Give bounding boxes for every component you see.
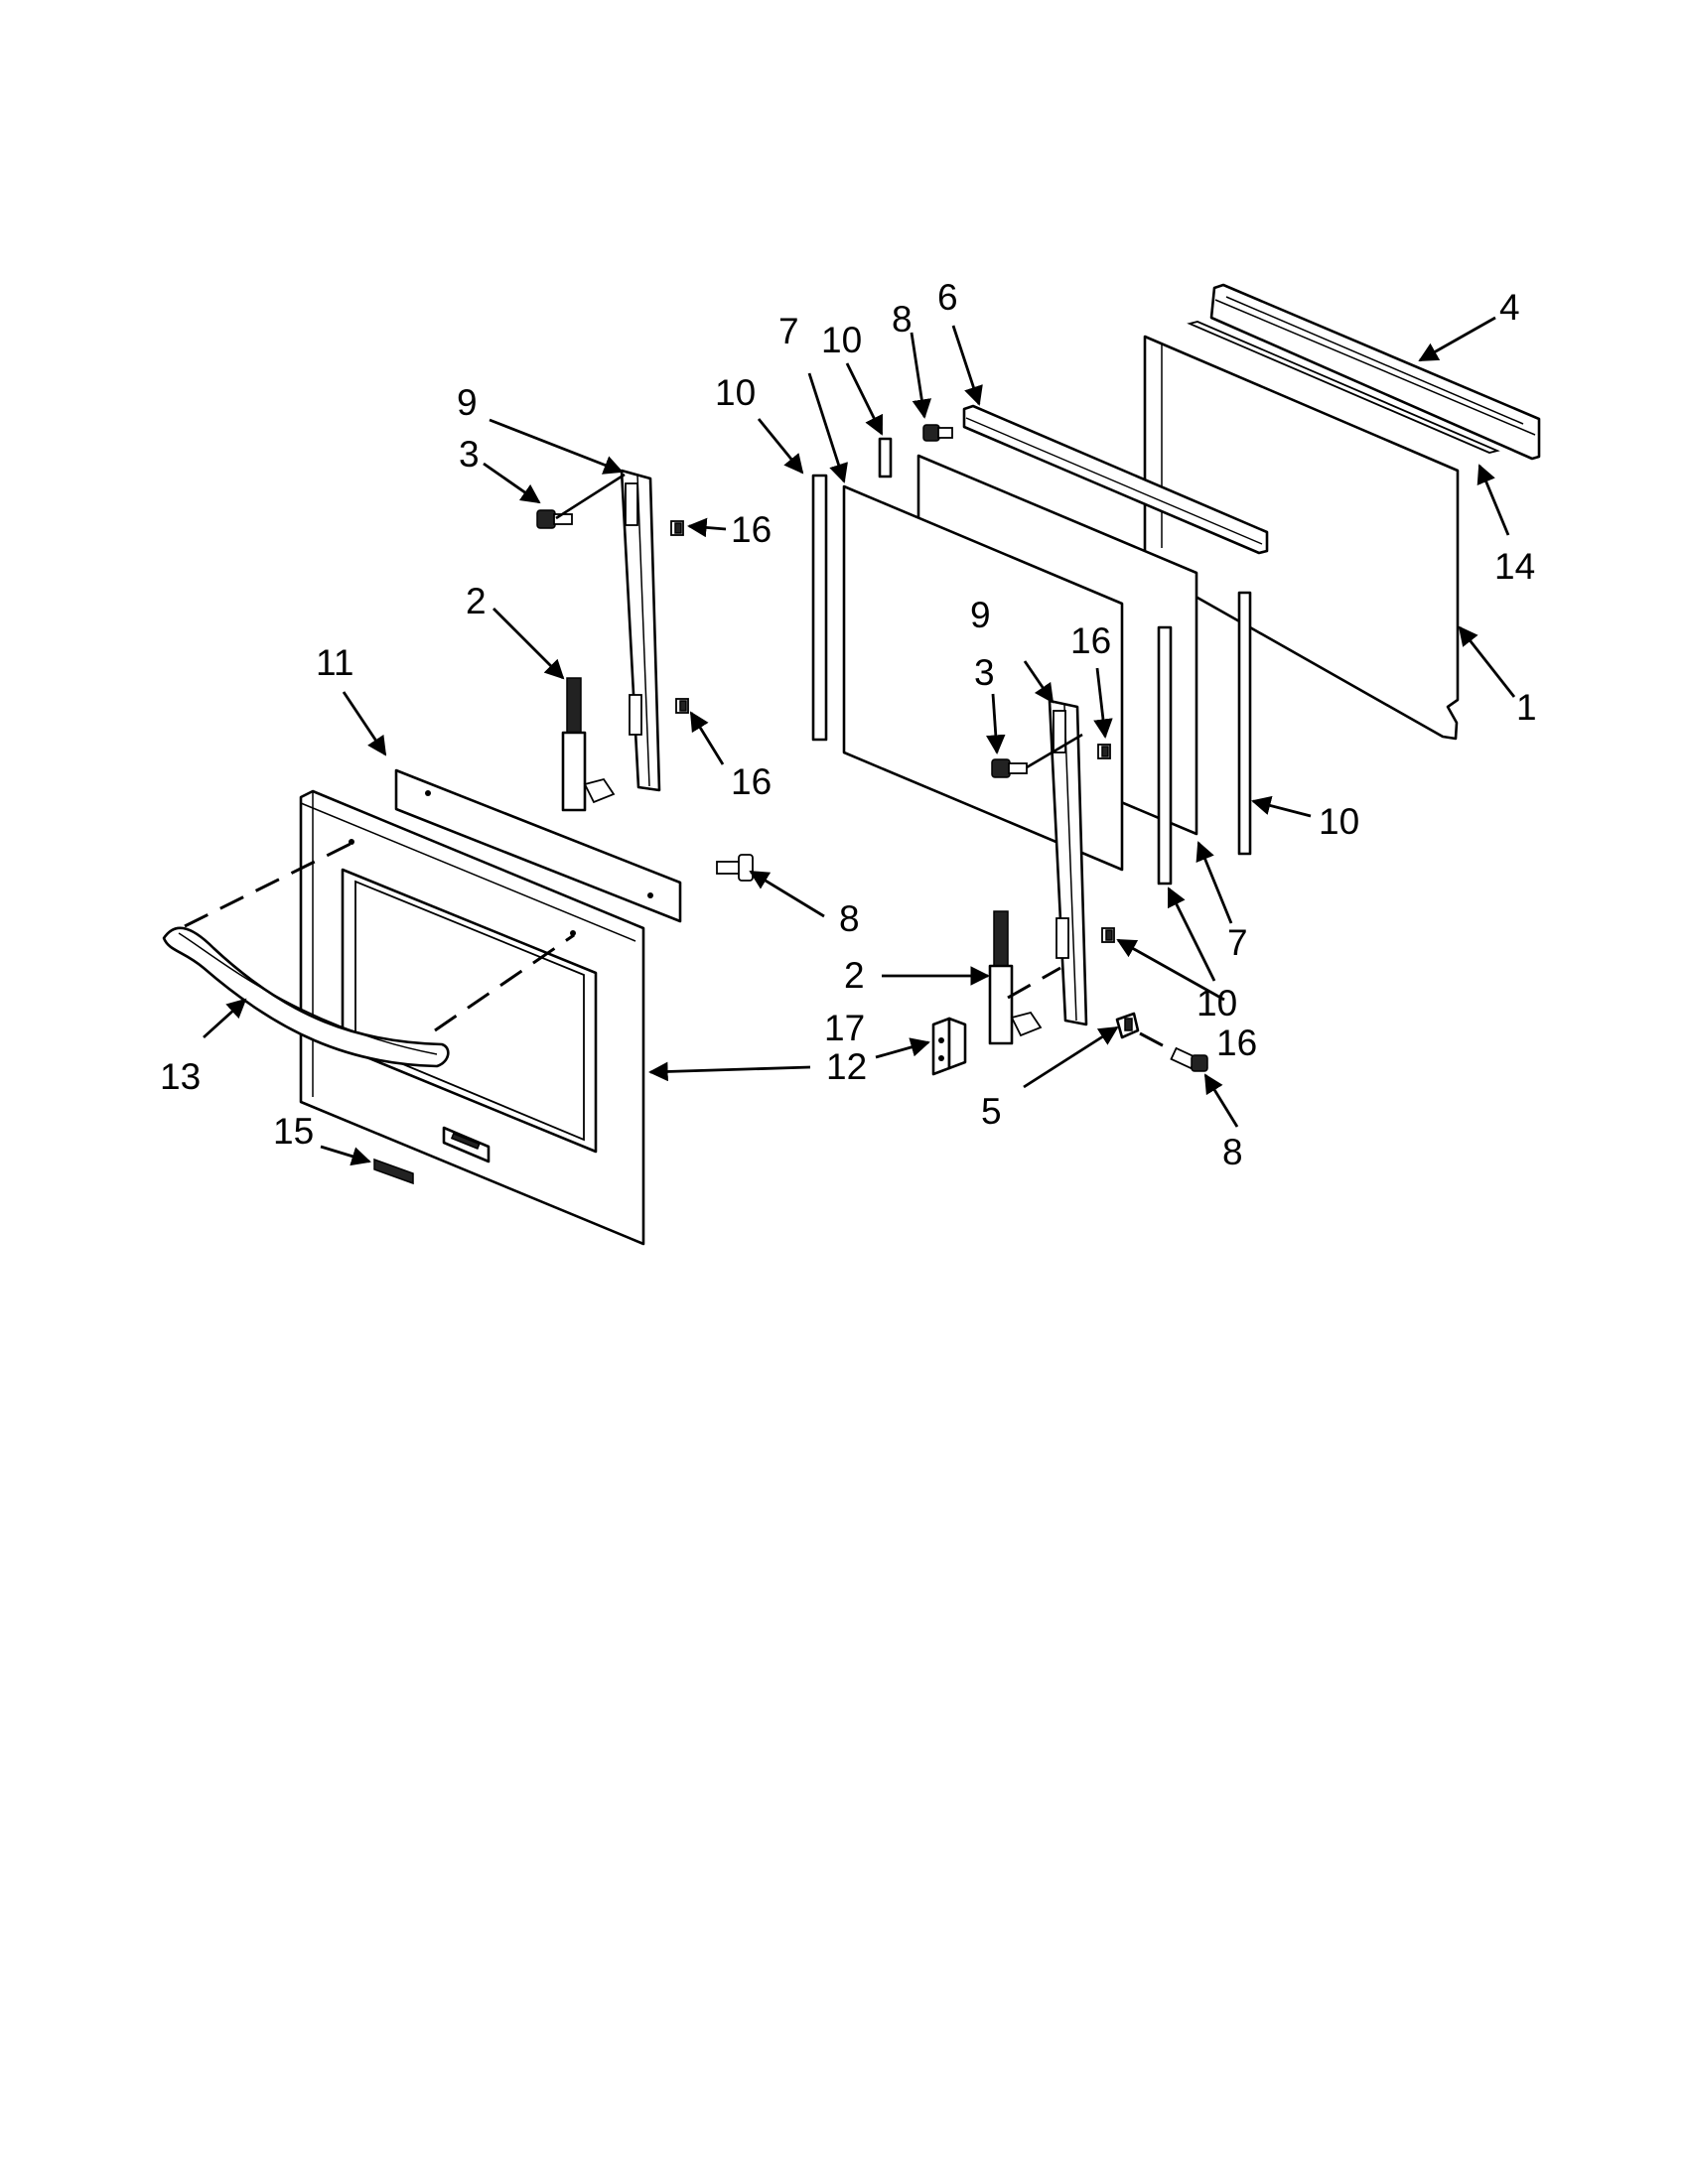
callout-17: 17 (824, 1008, 865, 1048)
clip-right-upper (1097, 744, 1111, 759)
callout-1: 1 (1516, 687, 1537, 728)
callout-4: 4 (1499, 287, 1520, 328)
callout-16-left-upper: 16 (731, 509, 772, 550)
callout-8-bottom: 8 (1222, 1132, 1243, 1172)
glass-seal-strip-right-back (1237, 591, 1252, 856)
hinge-spring-left (561, 677, 616, 812)
clip-right-lower (1101, 927, 1115, 943)
door-handle (162, 926, 450, 1068)
callout-2-left: 2 (466, 581, 487, 621)
door-top-trim (1209, 283, 1541, 461)
callout-10-d: 10 (1196, 983, 1237, 1024)
glass-seal-strip-left (811, 474, 828, 742)
glass-seal-strip-top (878, 437, 893, 478)
screw-right-hinge (991, 758, 1028, 778)
callout-13: 13 (160, 1056, 201, 1097)
top-gasket-strip (1187, 321, 1500, 454)
callout-10-c: 10 (1319, 801, 1359, 842)
clip-left-lower (675, 698, 689, 714)
callout-9-left: 9 (457, 382, 478, 423)
latch-clip (1115, 1012, 1140, 1039)
callout-12: 12 (826, 1046, 867, 1087)
callout-6: 6 (937, 277, 958, 318)
callout-16-right-lower: 16 (1216, 1023, 1257, 1063)
screw-spacer (716, 854, 754, 882)
outer-door-panel (299, 789, 645, 1246)
latch-bracket (931, 1017, 967, 1076)
callout-10-a: 10 (715, 372, 756, 413)
door-spacer-strip (394, 768, 682, 923)
callout-3-left: 3 (459, 434, 480, 475)
callout-labels: 9 3 16 2 16 11 8 12 13 15 10 7 10 8 6 4 … (160, 277, 1537, 1172)
callout-8-mid: 8 (839, 898, 860, 939)
hinge-bracket-left (620, 469, 661, 792)
glass-seal-strip-right-front (1157, 625, 1173, 886)
middle-top-bracket (962, 404, 1269, 555)
callout-11: 11 (316, 642, 353, 683)
callout-3-right: 3 (974, 652, 995, 693)
callout-2-right: 2 (844, 955, 865, 996)
logo-badge-slot (442, 1126, 491, 1163)
callout-15: 15 (273, 1111, 314, 1152)
hinge-bracket-right (1048, 699, 1088, 1026)
callout-16-left-lower: 16 (731, 761, 772, 802)
callout-5: 5 (981, 1091, 1002, 1132)
callout-8-top: 8 (892, 299, 913, 340)
logo-badge (373, 1158, 414, 1185)
screw-top-bracket (922, 424, 953, 442)
clip-left-upper (670, 520, 684, 536)
callout-14: 14 (1494, 546, 1535, 587)
leader-lines (203, 316, 1516, 1166)
callout-10-b: 10 (821, 320, 862, 360)
screw-left-hinge (536, 509, 573, 529)
screw-latch (1170, 1046, 1208, 1072)
callout-7-right: 7 (1227, 922, 1248, 963)
hinge-spring-right (988, 910, 1043, 1045)
callout-16-right-upper: 16 (1070, 620, 1111, 661)
callout-7-left: 7 (778, 311, 799, 351)
callout-9-right: 9 (970, 595, 991, 635)
